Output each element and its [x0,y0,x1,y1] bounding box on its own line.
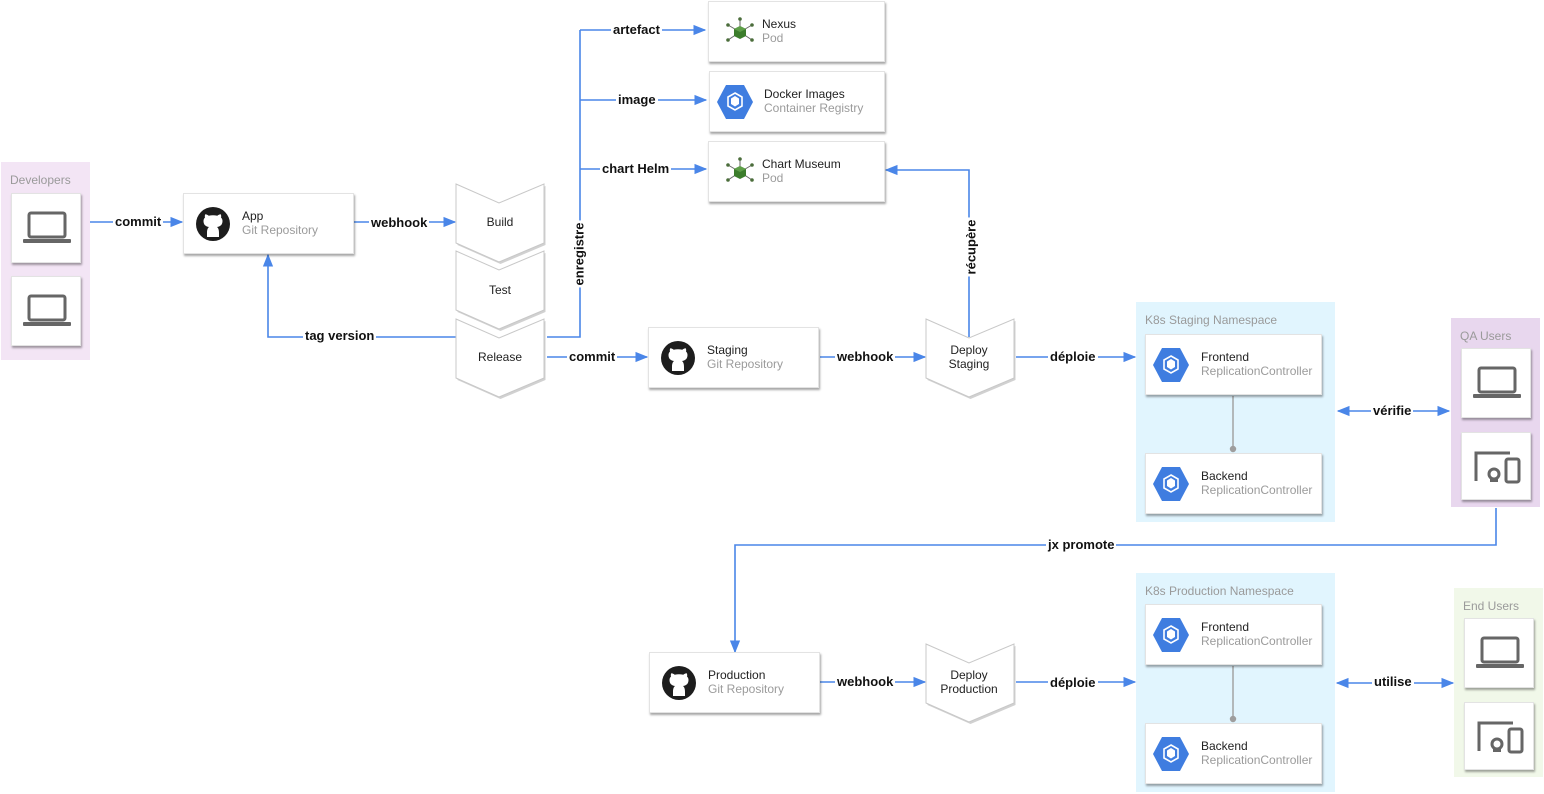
end-users-title: End Users [1463,599,1520,613]
release-label: Release [477,350,523,364]
end-user-devices [1464,702,1534,770]
staging-repo-title: Staging [707,343,748,357]
edge-jx-promote [729,508,1497,654]
label-commit-2: commit [567,349,618,365]
github-icon [661,341,695,375]
label-tag-version: tag version [303,328,377,344]
production-repo-title: Production [708,668,766,682]
kubernetes-hexagon-icon [717,85,753,119]
developer-laptop-2 [11,276,81,346]
docker-images-subtitle: Container Registry [764,101,864,115]
staging-frontend-title: Frontend [1201,350,1250,364]
laptop-icon [23,211,71,243]
label-verifie: vérifie [1371,403,1414,419]
label-recupere: récupère [963,217,980,277]
label-enregistre: enregistre [571,220,588,288]
chart-museum-subtitle: Pod [762,171,784,185]
laptop-icon [23,294,71,326]
staging-backend-rc: Backend ReplicationController [1145,453,1322,514]
edge-tag-version [262,253,456,338]
nexus-subtitle: Pod [762,31,784,45]
production-git-repository: Production Git Repository [649,652,820,713]
production-backend-subtitle: ReplicationController [1201,753,1313,767]
deploy-staging-step [925,318,1016,399]
laptop-icon [1476,636,1524,668]
devices-icon [1477,721,1524,754]
app-git-repository: App Git Repository [183,193,354,254]
staging-frontend-rc: Frontend ReplicationController [1145,334,1322,395]
label-utilise: utilise [1372,674,1414,690]
test-step [455,250,546,331]
production-frontend-title: Frontend [1201,620,1250,634]
build-label: Build [486,215,514,229]
chart-museum-title: Chart Museum [762,157,841,171]
nexus-title: Nexus [762,17,797,31]
deploy-production-step [925,643,1016,724]
qa-laptop [1461,348,1531,418]
label-deploie-2: déploie [1048,675,1098,691]
staging-backend-title: Backend [1201,469,1248,483]
edge-recupere [884,164,970,337]
devices-icon [1474,451,1521,484]
pod-icon [726,17,754,42]
qa-devices [1461,432,1531,500]
production-namespace-title: K8s Production Namespace [1145,584,1294,598]
staging-backend-subtitle: ReplicationController [1201,483,1313,497]
build-step [455,183,546,264]
kubernetes-hexagon-icon [1153,737,1189,771]
edge-enregistre-trunk [547,30,581,338]
label-jx-promote: jx promote [1046,537,1117,553]
app-repo-title: App [242,209,264,223]
production-backend-title: Backend [1201,739,1248,753]
chart-museum-pod: Chart Museum Pod [708,141,885,202]
deploy-production-label-2: Production [940,682,998,696]
end-user-laptop [1464,618,1534,688]
staging-git-repository: Staging Git Repository [648,327,819,388]
docker-images-registry: Docker Images Container Registry [709,71,885,132]
staging-namespace-title: K8s Staging Namespace [1145,313,1278,327]
docker-images-title: Docker Images [764,87,845,101]
qa-users-title: QA Users [1460,329,1512,343]
production-backend-rc: Backend ReplicationController [1145,723,1322,784]
deploy-staging-label-2: Staging [948,357,990,371]
github-icon [196,207,230,241]
kubernetes-hexagon-icon [1153,348,1189,382]
laptop-icon [1473,366,1521,398]
kubernetes-hexagon-icon [1153,618,1189,652]
nexus-pod: Nexus Pod [708,1,885,62]
label-deploie-1: déploie [1048,349,1098,365]
kubernetes-hexagon-icon [1153,467,1189,501]
pod-icon [726,157,754,182]
label-webhook-1: webhook [369,215,430,231]
production-frontend-subtitle: ReplicationController [1201,634,1313,648]
deploy-production-label-1: Deploy [950,668,988,682]
production-frontend-rc: Frontend ReplicationController [1145,604,1322,665]
deploy-staging-label-1: Deploy [950,343,988,357]
app-repo-subtitle: Git Repository [242,223,319,237]
test-label: Test [488,283,511,297]
label-image: image [616,92,658,108]
staging-frontend-subtitle: ReplicationController [1201,364,1313,378]
release-step [455,318,546,399]
label-chart-helm: chart Helm [600,161,672,177]
label-commit-1: commit [113,214,164,230]
staging-repo-subtitle: Git Repository [707,357,784,371]
label-webhook-2: webhook [835,349,896,365]
developer-laptop-1 [11,193,81,263]
production-repo-subtitle: Git Repository [708,682,785,696]
github-icon [662,666,696,700]
label-webhook-3: webhook [835,674,896,690]
label-artefact: artefact [611,22,662,38]
developers-group-title: Developers [10,173,71,187]
